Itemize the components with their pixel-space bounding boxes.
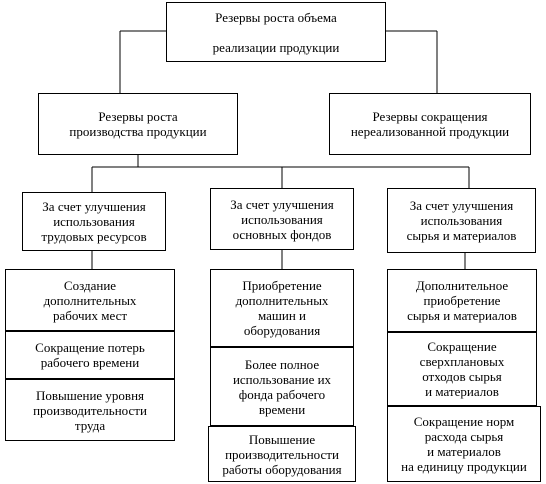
fuller-time-use-label: Более полное использование их фонда рабо… xyxy=(232,356,332,417)
reduce-time-loss-label: Сокращение потерь рабочего времени xyxy=(35,340,145,370)
create-jobs-label: Создание дополнительных рабочих мест xyxy=(43,277,137,323)
production-growth-reserves-box: Резервы роста производства продукции xyxy=(38,93,238,155)
equipment-productivity-label: Повышение производительности работы обор… xyxy=(222,431,342,477)
production-growth-reserves-label: Резервы роста производства продукции xyxy=(69,109,207,139)
root-box: Резервы роста объема реализации продукци… xyxy=(166,2,386,62)
root-label: Резервы роста объема реализации продукци… xyxy=(212,9,340,55)
productivity-growth-box: Повышение уровня производительности труд… xyxy=(5,379,175,441)
fixed-assets-label: За счет улучшения использования основных… xyxy=(230,196,334,242)
reduce-consumption-norms-box: Сокращение норм расхода сырья и материал… xyxy=(387,406,541,482)
acquire-machines-label: Приобретение дополнительных машин и обор… xyxy=(235,278,329,338)
reduce-waste-label: Сокращение сверхплановых отходов сырья и… xyxy=(419,339,505,399)
unsold-reduction-reserves-box: Резервы сокращения нереализованной проду… xyxy=(329,93,531,155)
additional-materials-box: Дополнительное приобретение сырья и мате… xyxy=(387,269,537,332)
unsold-reduction-reserves-label: Резервы сокращения нереализованной проду… xyxy=(350,109,510,139)
labor-resources-label: За счет улучшения использования трудовых… xyxy=(41,199,147,244)
fixed-assets-box: За счет улучшения использования основных… xyxy=(210,188,354,250)
fuller-time-use-box: Более полное использование их фонда рабо… xyxy=(210,347,354,426)
create-jobs-box: Создание дополнительных рабочих мест xyxy=(5,269,175,331)
reduce-consumption-norms-label: Сокращение норм расхода сырья и материал… xyxy=(401,414,527,474)
reduce-waste-box: Сокращение сверхплановых отходов сырья и… xyxy=(387,332,537,406)
additional-materials-label: Дополнительное приобретение сырья и мате… xyxy=(407,278,517,323)
reduce-time-loss-box: Сокращение потерь рабочего времени xyxy=(5,331,175,379)
equipment-productivity-box: Повышение производительности работы обор… xyxy=(208,426,356,482)
labor-resources-box: За счет улучшения использования трудовых… xyxy=(22,192,166,251)
acquire-machines-box: Приобретение дополнительных машин и обор… xyxy=(210,269,354,347)
raw-materials-label: За счет улучшения использования сырья и … xyxy=(406,198,517,243)
raw-materials-box: За счет улучшения использования сырья и … xyxy=(387,188,536,253)
productivity-growth-label: Повышение уровня производительности труд… xyxy=(33,387,147,433)
